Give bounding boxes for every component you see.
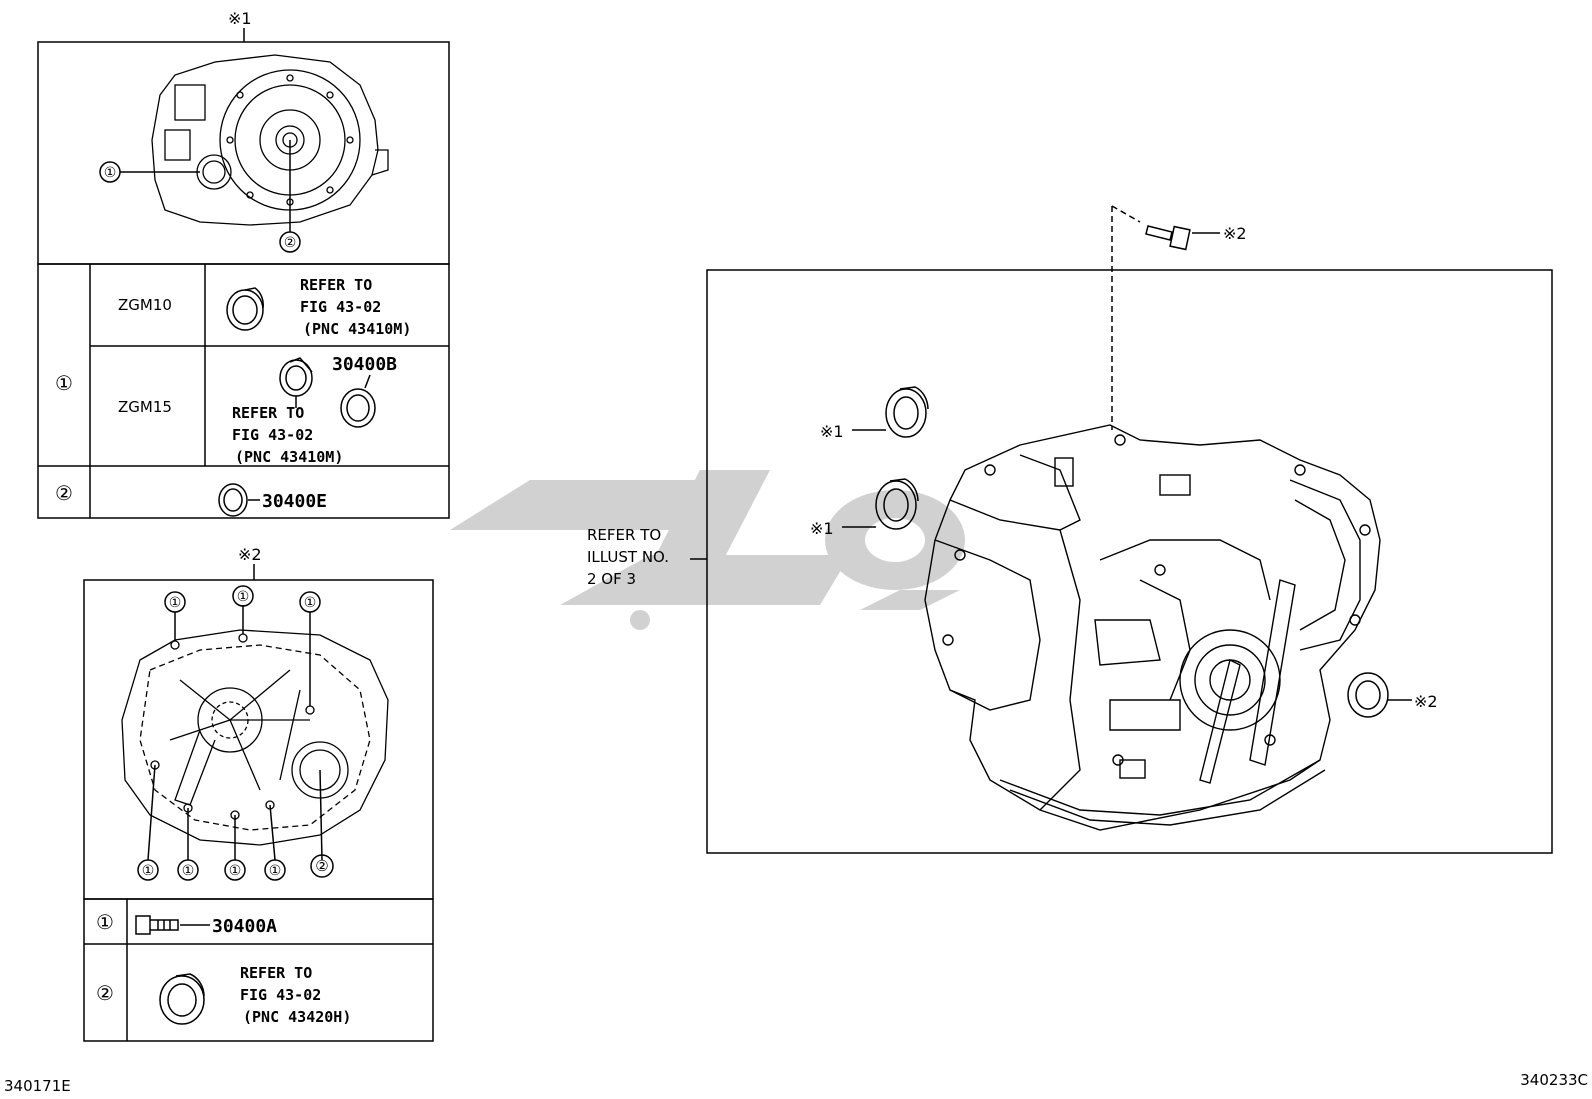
callout-top-2: ① bbox=[237, 589, 250, 605]
oil-seal-icon bbox=[340, 388, 376, 428]
refer-line-3: 2 OF 3 bbox=[587, 570, 636, 588]
refer-line-2: ILLUST NO. bbox=[587, 548, 669, 566]
transaxle-housing-drawing bbox=[121, 629, 389, 846]
watermark-logo bbox=[450, 470, 965, 630]
oil-seal-icon bbox=[279, 357, 313, 397]
zgm10-refer-line3: (PNC 43410M) bbox=[303, 320, 411, 338]
callout-bottom-3: ① bbox=[229, 863, 242, 879]
top-left-panel: ※1 ① ② bbox=[37, 9, 450, 519]
transaxle-assembly-drawing bbox=[924, 424, 1381, 831]
oil-seal-icon bbox=[875, 478, 919, 530]
callout-top-3: ① bbox=[304, 595, 317, 611]
oil-seal-icon bbox=[226, 287, 264, 331]
model-zgm15: ZGM15 bbox=[118, 398, 172, 416]
oil-seal-icon bbox=[885, 386, 929, 438]
seal-label-3: ※2 bbox=[1414, 692, 1438, 711]
callout-bottom-4: ① bbox=[269, 863, 282, 879]
zgm10-refer-line1: REFER TO bbox=[300, 276, 372, 294]
callout-bottom-5: ② bbox=[315, 857, 328, 875]
seal-label-1: ※1 bbox=[820, 422, 844, 441]
bl-refer-line3: (PNC 43420H) bbox=[243, 1008, 351, 1026]
oil-seal-icon bbox=[1347, 672, 1389, 718]
row2-part-number: 30400E bbox=[262, 491, 327, 512]
zgm10-refer-line2: FIG 43-02 bbox=[300, 298, 381, 316]
callout-top-1: ① bbox=[169, 595, 182, 611]
row1-key: ① bbox=[55, 371, 73, 395]
zgm15-refer-line1: REFER TO bbox=[232, 404, 304, 422]
callout-2: ② bbox=[284, 235, 297, 251]
callout-bottom-1: ① bbox=[142, 863, 155, 879]
bottom-left-marker: ※2 bbox=[238, 545, 262, 564]
oil-seal-icon bbox=[218, 483, 248, 517]
callout-bottom-2: ① bbox=[182, 863, 195, 879]
transaxle-front-view-drawing bbox=[151, 54, 389, 226]
bottom-left-panel: ※2 bbox=[83, 545, 434, 1042]
zgm15-part-number: 30400B bbox=[332, 354, 397, 375]
bl-refer-line1: REFER TO bbox=[240, 964, 312, 982]
row2-key: ② bbox=[55, 481, 73, 505]
bolt-icon bbox=[1145, 225, 1191, 251]
model-zgm10: ZGM10 bbox=[118, 296, 172, 314]
oil-seal-icon bbox=[159, 973, 205, 1025]
footer-right-code: 340233C bbox=[1520, 1071, 1588, 1089]
refer-line-1: REFER TO bbox=[587, 526, 661, 544]
zgm15-refer-line3: (PNC 43410M) bbox=[235, 448, 343, 466]
callout-1: ① bbox=[104, 165, 117, 181]
bl-row1-key: ① bbox=[96, 910, 114, 934]
bolt-icon bbox=[135, 915, 179, 935]
bolt-label: ※2 bbox=[1223, 224, 1247, 243]
seal-label-2: ※1 bbox=[810, 519, 834, 538]
footer-left-code: 340171E bbox=[4, 1077, 71, 1095]
bl-row2-key: ② bbox=[96, 981, 114, 1005]
bl-row1-part-number: 30400A bbox=[212, 916, 277, 937]
top-left-marker: ※1 bbox=[228, 9, 252, 28]
bl-refer-line2: FIG 43-02 bbox=[240, 986, 321, 1004]
right-panel: ※2 ※1 ※1 ※2 REFER TO ILLUST NO. 2 OF 3 bbox=[587, 205, 1553, 854]
zgm15-refer-line2: FIG 43-02 bbox=[232, 426, 313, 444]
